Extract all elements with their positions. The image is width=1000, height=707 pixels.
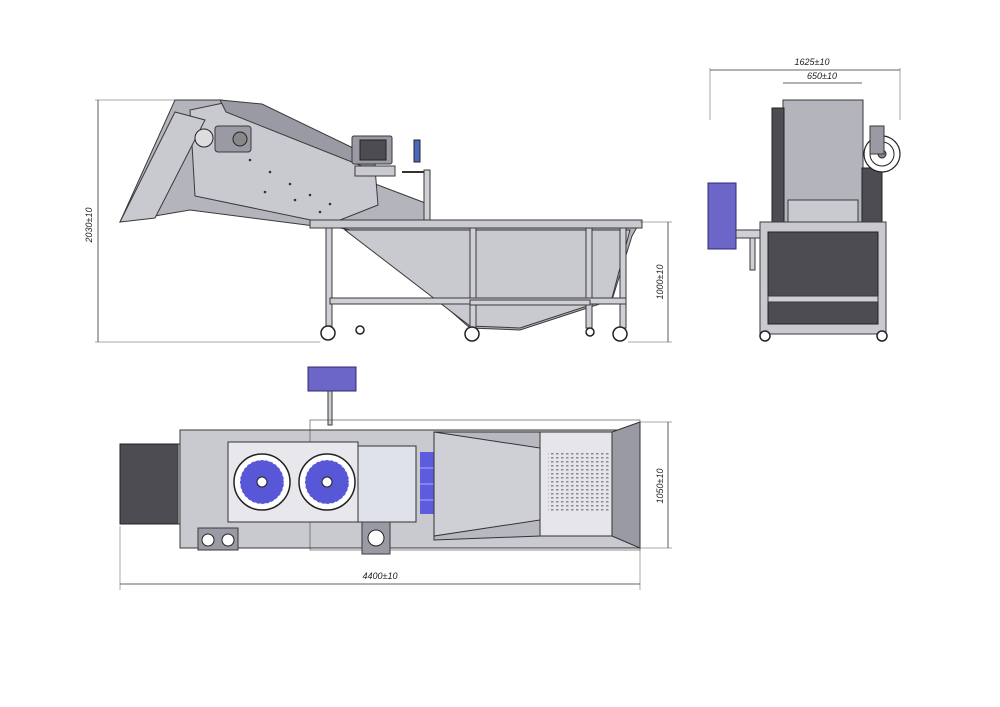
mid-drive-motor — [351, 135, 431, 221]
dim-top-width: 1050±10 — [640, 421, 672, 549]
end-view: 1625±10 650±10 — [707, 57, 901, 342]
side-height-label: 2030±10 — [84, 208, 94, 244]
fan-right — [298, 453, 356, 511]
end-width-overall-label: 1625±10 — [795, 57, 830, 67]
top-view: 1050±10 4400±10 — [119, 366, 672, 590]
top-drive-units — [197, 521, 391, 555]
top-control-panel — [307, 366, 357, 392]
tank-top-rim — [309, 219, 643, 229]
side-view: 2030±10 — [84, 99, 672, 343]
end-control-box — [707, 182, 737, 250]
end-tank-body — [767, 231, 879, 325]
screen-perforations — [548, 452, 610, 512]
end-side-belt-left — [771, 107, 785, 227]
end-width-inner-label: 650±10 — [807, 71, 837, 81]
top-drive-motor — [194, 125, 252, 153]
top-width-label: 1050±10 — [655, 469, 665, 504]
tank-height-label: 1000±10 — [655, 265, 665, 300]
tank-frame — [325, 227, 627, 329]
dim-end-widths: 1625±10 650±10 — [709, 57, 901, 120]
end-side-belt-right — [861, 167, 883, 227]
end-pulley — [863, 125, 901, 173]
feed-belt — [119, 443, 181, 525]
conveyor-top-rail — [219, 99, 379, 171]
dim-top-length: 4400±10 — [119, 526, 641, 590]
side-casters — [320, 325, 628, 342]
top-length-label: 4400±10 — [363, 571, 398, 581]
hopper-underside — [119, 111, 206, 223]
conveyor-rivets — [248, 158, 332, 214]
dim-tank-height: 1000±10 — [628, 221, 672, 343]
dim-side-height: 2030±10 — [84, 99, 320, 343]
fan-left — [233, 453, 291, 511]
top-middle-section — [357, 445, 417, 523]
